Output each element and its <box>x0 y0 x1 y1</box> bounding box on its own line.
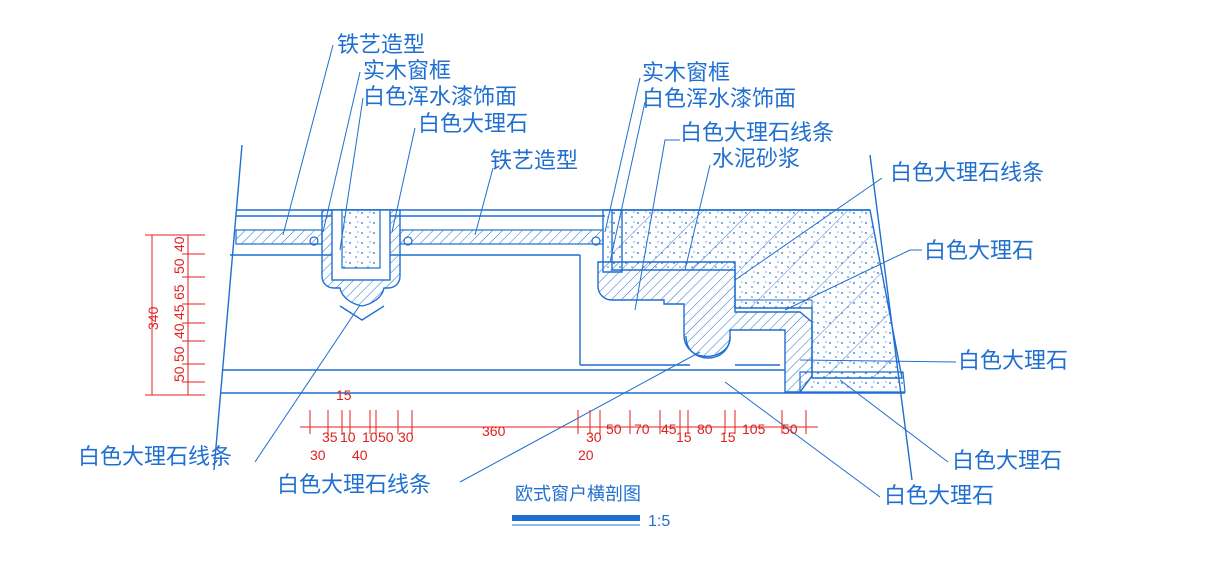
concrete-wall-speckle <box>612 210 902 378</box>
hdim-360: 360 <box>482 423 506 439</box>
vdim-3: 65 <box>171 284 187 300</box>
label-marble-strip-top: 白色大理石线条 <box>680 121 834 146</box>
vdim-total: 340 <box>145 306 161 330</box>
drawing-scale: 1:5 <box>648 513 670 530</box>
hdim-105: 105 <box>742 421 766 437</box>
vdim-1: 40 <box>171 236 187 252</box>
label-white-marble-left: 白色大理石 <box>418 112 528 137</box>
label-iron-art-top: 铁艺造型 <box>337 33 425 58</box>
vdim-4: 45 <box>171 304 187 320</box>
hdim-50a: 50 <box>378 429 394 445</box>
label-marble-strip-bottom-left: 白色大理石线条 <box>78 445 232 470</box>
horizontal-dimensions: 15 35 10 10 50 30 360 30 50 70 45 80 105… <box>300 387 818 463</box>
drawing-title: 欧式窗户横剖图 <box>515 484 641 505</box>
label-white-paint-right: 白色浑水漆饰面 <box>642 87 796 112</box>
hdim-upper-15: 15 <box>336 387 352 403</box>
material-labels: 铁艺造型 实木窗框 白色浑水漆饰面 白色大理石 铁艺造型 实木窗框 白色浑水漆饰… <box>78 33 1068 509</box>
hdim-45: 45 <box>661 421 677 437</box>
hdim-10b: 10 <box>362 429 378 445</box>
vdim-2: 50 <box>171 258 187 274</box>
label-iron-art-mid: 铁艺造型 <box>490 149 578 174</box>
label-wood-frame-left: 实木窗框 <box>363 59 451 84</box>
label-white-paint-left: 白色浑水漆饰面 <box>363 85 517 110</box>
vertical-dimensions: 40 50 65 45 40 50 50 340 <box>145 234 205 396</box>
hdim-50b: 50 <box>606 421 622 437</box>
vdim-5: 40 <box>171 323 187 339</box>
vdim-6: 50 <box>171 346 187 362</box>
label-marble-right-3: 白色大理石 <box>952 449 1062 474</box>
label-marble-strip-right: 白色大理石线条 <box>890 161 1044 186</box>
label-marble-right-1: 白色大理石 <box>924 239 1034 264</box>
hdim-30a: 30 <box>398 429 414 445</box>
label-marble-right-2: 白色大理石 <box>958 349 1068 374</box>
hdim-30b: 30 <box>586 429 602 445</box>
hdim-80: 80 <box>697 421 713 437</box>
wood-frame-right <box>602 209 623 273</box>
title-underline <box>512 515 640 521</box>
hdim-50c: 50 <box>782 421 798 437</box>
glazing-left <box>235 229 323 245</box>
leader-lines <box>254 44 957 498</box>
label-wood-frame-right: 实木窗框 <box>642 61 730 86</box>
title-block: 欧式窗户横剖图 1:5 <box>512 484 670 530</box>
hdim-lower-15b: 15 <box>720 429 736 445</box>
hdim-lower-20: 20 <box>578 447 594 463</box>
label-marble-strip-bottom-mid: 白色大理石线条 <box>277 473 431 498</box>
hdim-lower-15a: 15 <box>676 429 692 445</box>
hdim-lower-40: 40 <box>352 447 368 463</box>
marble-bead <box>685 335 731 359</box>
section-geometry <box>213 144 913 481</box>
label-marble-right-4: 白色大理石 <box>884 484 994 509</box>
hdim-lower-30: 30 <box>310 447 326 463</box>
hdim-35: 35 <box>322 429 338 445</box>
label-cement-mortar: 水泥砂浆 <box>712 147 800 172</box>
left-mullion <box>321 209 401 321</box>
hdim-10a: 10 <box>340 429 356 445</box>
glazing-mid <box>399 229 604 245</box>
vdim-7: 50 <box>171 366 187 382</box>
mortar-bed-step <box>734 299 813 309</box>
hdim-70: 70 <box>634 421 650 437</box>
glazing-strips <box>235 229 604 246</box>
wall-edge-left <box>213 144 243 471</box>
